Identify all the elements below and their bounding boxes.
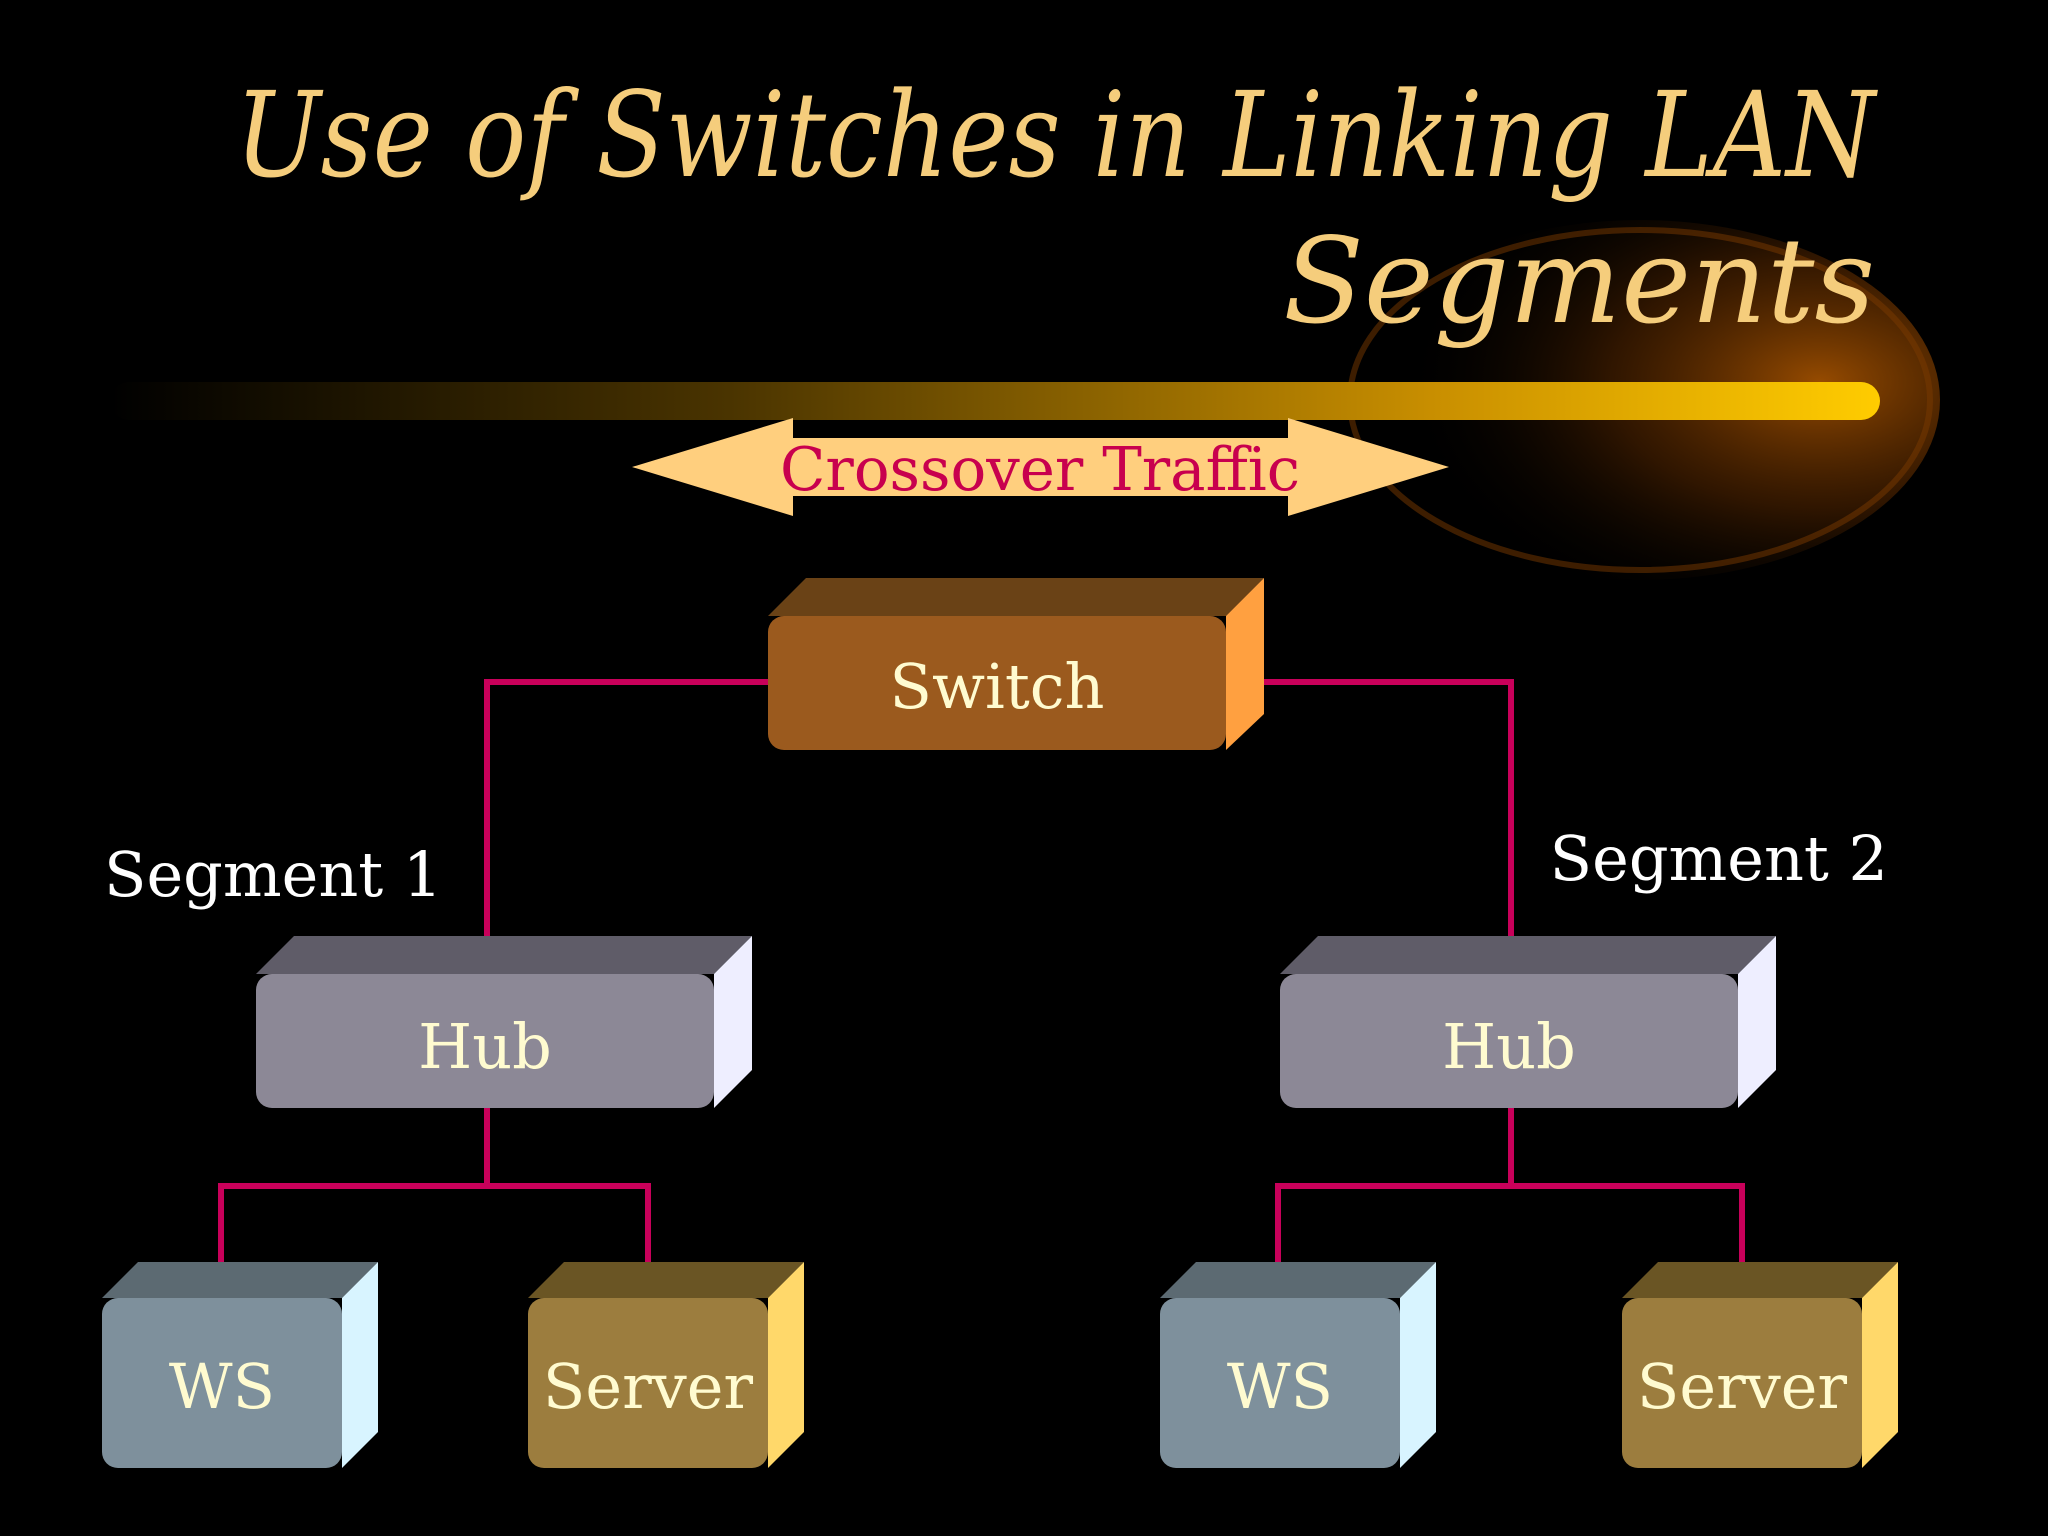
server-1-top — [528, 1262, 804, 1298]
title-streak — [110, 382, 1880, 420]
server-2-top — [1622, 1262, 1898, 1298]
wire-switch-hub-1 — [484, 679, 768, 972]
title-line-2: Segments — [1283, 212, 1875, 350]
server-2-side — [1862, 1262, 1898, 1468]
server-1-label: Server — [543, 1350, 754, 1423]
ws-2-top — [1160, 1262, 1436, 1298]
ws-1-side — [342, 1262, 378, 1468]
hub-2-box: Hub — [1280, 936, 1776, 1108]
crossover-arrow — [632, 418, 1449, 516]
ws-2-face — [1160, 1298, 1400, 1468]
server-1-box: Server — [528, 1262, 804, 1468]
switch-side — [1226, 578, 1264, 750]
server-1-face — [528, 1298, 768, 1468]
hub-2-top — [1280, 936, 1776, 974]
hub-1-top — [256, 936, 752, 974]
ws-1-box: WS — [102, 1262, 378, 1468]
switch-face — [768, 616, 1226, 750]
hub-1-face — [256, 974, 714, 1108]
ws-2-box: WS — [1160, 1262, 1436, 1468]
ws-1-label: WS — [169, 1350, 275, 1423]
ws-1-face — [102, 1298, 342, 1468]
ws-2-label: WS — [1227, 1350, 1333, 1423]
segment-1-label: Segment 1 — [104, 838, 442, 911]
ws-2-side — [1400, 1262, 1436, 1468]
server-2-label: Server — [1637, 1350, 1848, 1423]
wire-switch-hub-2 — [1228, 679, 1514, 972]
ws-1-top — [102, 1262, 378, 1298]
wire-hub2-ws — [1275, 1183, 1511, 1298]
server-2-box: Server — [1622, 1262, 1898, 1468]
hub-1-label: Hub — [418, 1010, 552, 1083]
wire-hub1-server — [487, 1183, 651, 1298]
wires — [218, 679, 1745, 1298]
wire-hub1-ws — [218, 1183, 487, 1298]
hub-2-side — [1738, 936, 1776, 1108]
hub-2-face — [1280, 974, 1738, 1108]
switch-label: Switch — [890, 650, 1105, 723]
hub-1-box: Hub — [256, 936, 752, 1108]
wire-hub2-server — [1511, 1183, 1745, 1298]
crossover-label: Crossover Traffic — [780, 435, 1300, 505]
server-1-side — [768, 1262, 804, 1468]
switch-top — [768, 578, 1264, 616]
server-2-face — [1622, 1298, 1862, 1468]
hub-2-label: Hub — [1442, 1010, 1576, 1083]
hub-1-side — [714, 936, 752, 1108]
title-line-1: Use of Switches in Linking LAN — [235, 66, 1878, 204]
switch-box: Switch — [768, 578, 1264, 750]
segment-2-label: Segment 2 — [1550, 822, 1888, 895]
